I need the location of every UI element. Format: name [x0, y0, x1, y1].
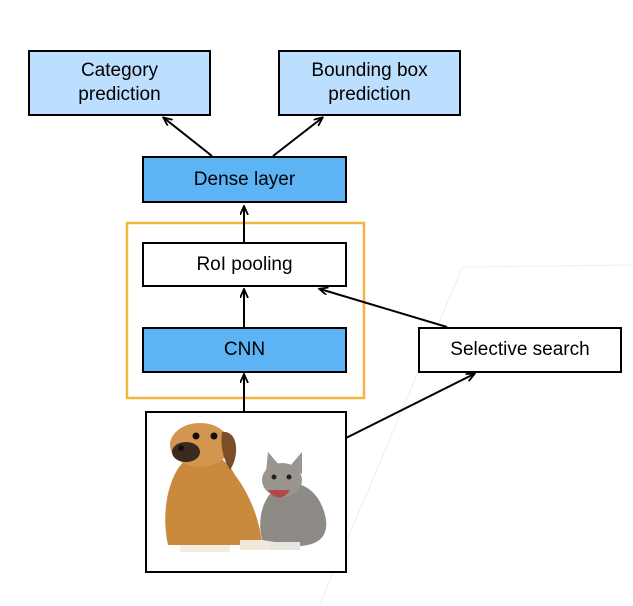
- dense-layer-box: Dense layer: [142, 156, 347, 203]
- roi-pooling-box: RoI pooling: [142, 242, 347, 287]
- arrow-selective-to-roi: [320, 289, 448, 328]
- kitten-illustration: [260, 452, 327, 550]
- arrow-dense-to-category: [164, 118, 213, 157]
- selective-search-label: Selective search: [450, 339, 590, 360]
- cnn-label: CNN: [223, 339, 266, 360]
- category-prediction-box: Category prediction: [28, 50, 211, 116]
- dense-layer-label: Dense layer: [193, 168, 296, 190]
- category-prediction-label: Category prediction: [78, 60, 161, 105]
- selective-search-box: Selective search: [418, 327, 622, 373]
- background-stroke: [461, 264, 633, 268]
- input-image: [165, 423, 327, 552]
- roi-pooling-label: RoI pooling: [196, 253, 293, 275]
- bounding-box-prediction-box: Bounding box prediction: [278, 50, 461, 116]
- backbone-highlight-frame: [125, 221, 366, 400]
- bounding-box-prediction-label: Bounding box prediction: [311, 60, 428, 105]
- arrow-dense-to-bbox: [272, 118, 322, 157]
- arrow-image-to-selective: [345, 374, 474, 439]
- cnn-box: CNN: [142, 327, 347, 373]
